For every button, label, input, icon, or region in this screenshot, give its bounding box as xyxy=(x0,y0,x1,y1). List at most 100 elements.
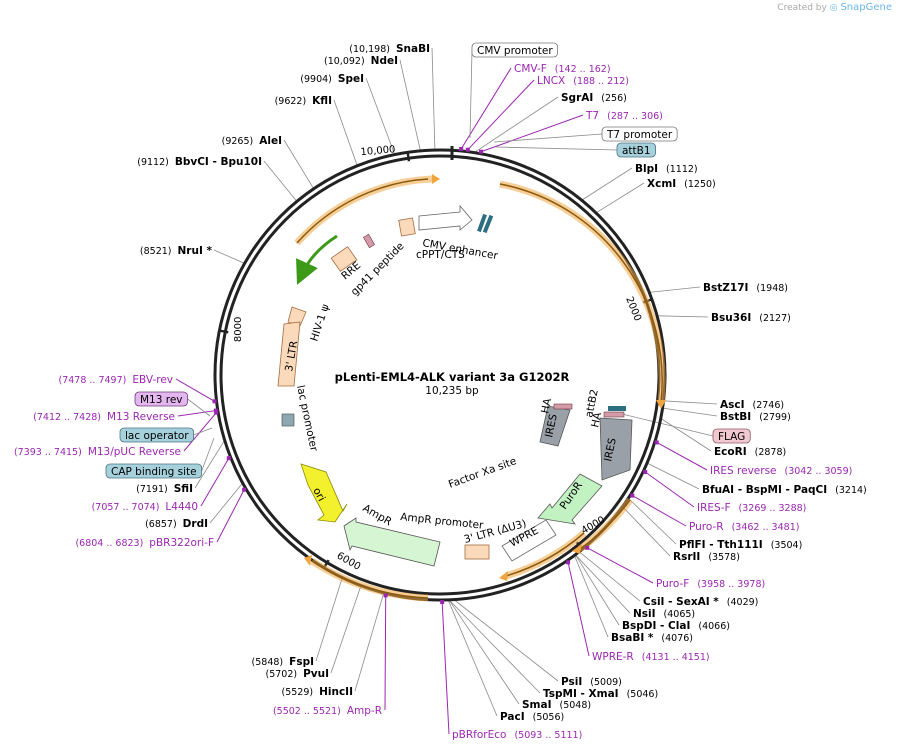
enzyme-site: XcmI(1250) xyxy=(647,178,716,190)
enzyme-leader xyxy=(596,182,645,213)
orf-arrowhead-5 xyxy=(304,555,312,566)
boxed-label-frame xyxy=(712,428,751,444)
boxed-label: T7 promoter xyxy=(601,126,678,142)
enzyme-position: (4066) xyxy=(698,621,730,632)
primer-position: (7478 .. 7497) xyxy=(59,375,127,386)
enzyme-leader xyxy=(575,555,631,614)
boxed-label-text: FLAG xyxy=(718,431,745,443)
lac-promoter-label: lac promoter xyxy=(294,384,320,453)
cmv-enhancer-box-left xyxy=(398,217,416,237)
primer-leader xyxy=(460,67,512,150)
primer-position: (5093 .. 5111) xyxy=(514,730,582,741)
tick-label: 10,000 xyxy=(360,144,396,158)
enzyme-site: PsiI(5009) xyxy=(561,676,622,688)
boxed-label-leader xyxy=(193,427,213,436)
boxed-label: M13 rev xyxy=(134,391,188,407)
primer-position: (287 .. 306) xyxy=(607,111,663,122)
enzyme-name: BsaBI * xyxy=(611,632,654,644)
primer-site: M13 Reverse (7412 .. 7428) xyxy=(33,411,175,423)
enzyme-leader xyxy=(448,600,498,717)
primer-leader xyxy=(467,79,535,151)
boxed-label-leader xyxy=(201,437,215,472)
primer-name: IRES reverse xyxy=(710,465,777,477)
enzyme-leader xyxy=(647,463,700,490)
primer-name: WPRE-R xyxy=(592,651,634,663)
enzyme-site: SfiI(7191) xyxy=(136,483,193,495)
primer-leader xyxy=(177,410,216,417)
snapgene-credit: Created by ◎ SnapGene xyxy=(777,2,892,13)
enzyme-name: NdeI xyxy=(371,55,398,67)
primer-leader xyxy=(632,495,687,527)
primer-leader xyxy=(480,114,584,153)
enzyme-position: (6857) xyxy=(145,519,177,530)
primer-site: L4440(7057 .. 7074) xyxy=(92,501,198,513)
enzyme-site: CsiI - SexAI *(4029) xyxy=(643,596,758,608)
primer-name: M13 Reverse xyxy=(107,411,175,423)
primer-name: pBR322ori-F xyxy=(149,537,214,549)
enzyme-name: RsrII xyxy=(673,551,700,563)
enzyme-position: (9112) xyxy=(137,157,169,168)
ltr3-du3-box xyxy=(464,544,490,560)
ltr3-label: 3' LTR xyxy=(283,340,300,373)
enzyme-position: (1250) xyxy=(684,179,716,190)
enzyme-site: BfuAI - BspMI - PaqCI(3214) xyxy=(702,484,867,496)
primer-position: (7412 .. 7428) xyxy=(33,412,101,423)
boxed-label-text: M13 rev xyxy=(140,394,183,406)
primer-site: WPRE-R(4131 .. 4151) xyxy=(592,651,710,663)
enzyme-leader xyxy=(194,441,225,489)
primer-sites: CMV-F(142 .. 162)LNCX(188 .. 212)T7(287 … xyxy=(14,63,852,741)
tick-mark xyxy=(218,329,229,334)
enzyme-leader xyxy=(661,418,712,452)
enzyme-leader xyxy=(658,315,709,318)
primer-site: EBV-rev(7478 .. 7497) xyxy=(59,374,174,386)
enzyme-leader xyxy=(315,578,343,662)
primer-name: LNCX xyxy=(537,75,565,87)
enzyme-name: BstBI xyxy=(720,411,751,423)
primer-position: (7393 .. 7415) xyxy=(14,447,82,458)
primer-marker xyxy=(585,545,590,550)
ires-right-label: IRES xyxy=(602,437,619,463)
enzyme-site: PacI(5056) xyxy=(500,711,564,723)
primer-leader xyxy=(656,441,708,471)
enzyme-site: EcoRI(2878) xyxy=(714,446,786,458)
enzyme-position: (7191) xyxy=(136,484,168,495)
primer-marker xyxy=(383,593,388,598)
ha-right-label: HA xyxy=(589,411,604,429)
enzyme-site: BsaBI * (4076) xyxy=(611,632,693,644)
enzyme-position: (4029) xyxy=(727,597,759,608)
primer-name: CMV-F xyxy=(514,63,547,75)
snapgene-logo-icon: ◎ xyxy=(829,3,838,13)
primer-marker xyxy=(440,599,445,604)
boxed-label-text: attB1 xyxy=(622,145,651,157)
primer-name: Puro-F xyxy=(656,578,689,590)
boxed-label: FLAG xyxy=(712,428,751,444)
primer-site: M13/pUC Reverse (7393 .. 7415) xyxy=(14,446,181,458)
enzyme-position: (10,092) xyxy=(324,56,365,67)
tick-mark xyxy=(406,151,411,162)
enzyme-position: (4076) xyxy=(661,633,693,644)
rre-box xyxy=(330,246,358,272)
enzyme-position: (9622) xyxy=(275,96,307,107)
enzyme-leader xyxy=(475,96,559,153)
primer-site: T7 (287 .. 306) xyxy=(585,110,663,122)
enzyme-leader xyxy=(582,167,633,200)
primer-name: L4440 xyxy=(165,501,198,513)
enzyme-name: SnaBI xyxy=(396,43,430,55)
orf-arrowhead-4 xyxy=(499,571,508,581)
enzyme-position: (9265) xyxy=(222,136,254,147)
primer-leader xyxy=(384,595,387,711)
enzyme-name: FspI xyxy=(289,656,314,668)
enzyme-leader xyxy=(650,286,701,293)
enzyme-site: RsrII(3578) xyxy=(673,551,740,563)
primer-name: T7 xyxy=(585,110,599,122)
boxed-label-leader xyxy=(469,49,473,139)
boxed-label-text: CMV promoter xyxy=(477,45,553,57)
primer-name: Puro-R xyxy=(689,521,724,533)
boxed-label: CMV promoter xyxy=(471,42,559,58)
enzyme-position: (10,198) xyxy=(349,44,390,55)
enzyme-site: KflI(9622) xyxy=(275,95,332,107)
puror-arrow xyxy=(537,473,603,525)
primer-name: M13/pUC Reverse xyxy=(88,446,181,458)
primer-marker xyxy=(213,408,218,413)
